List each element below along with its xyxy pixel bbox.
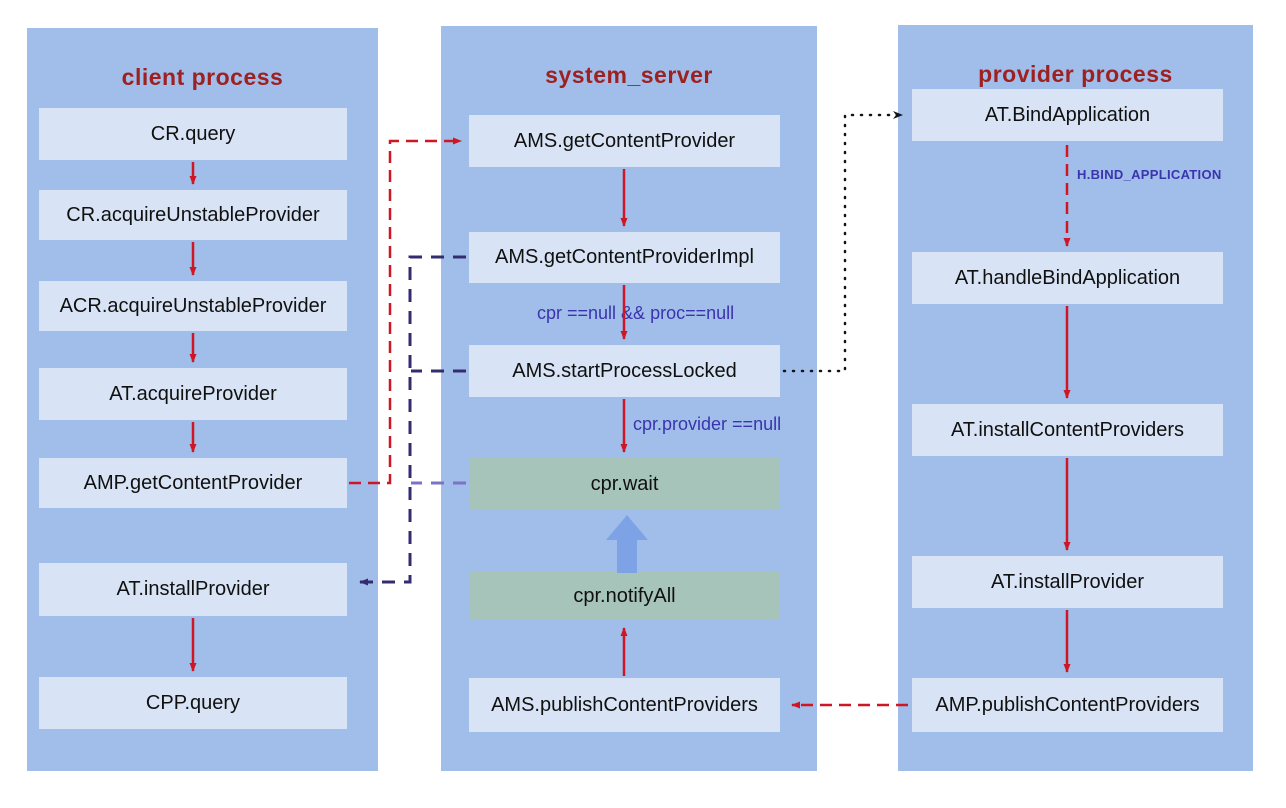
- node-ams-publishcontentproviders: AMS.publishContentProviders: [469, 678, 780, 732]
- node-cpr-wait: cpr.wait: [469, 458, 780, 510]
- node-at-installprovider-client: AT.installProvider: [39, 563, 347, 616]
- label-h-bind-application: H.BIND_APPLICATION: [1077, 167, 1222, 182]
- label-cpr-provider-null: cpr.provider ==null: [633, 414, 782, 434]
- node-amp-getcontentprovider: AMP.getContentProvider: [39, 458, 347, 508]
- panel-title-client: client process: [121, 64, 284, 90]
- panel-provider-process: provider process: [898, 25, 1253, 771]
- panel-title-provider: provider process: [978, 61, 1173, 87]
- node-at-bindapplication: AT.BindApplication: [912, 89, 1223, 141]
- node-cpp-query: CPP.query: [39, 677, 347, 729]
- node-amp-publishcontentproviders: AMP.publishContentProviders: [912, 678, 1223, 732]
- node-at-acquireprovider: AT.acquireProvider: [39, 368, 347, 420]
- node-ams-getcontentproviderimpl: AMS.getContentProviderImpl: [469, 232, 780, 283]
- node-acr-acquireunstableprovider: ACR.acquireUnstableProvider: [39, 281, 347, 331]
- panel-title-system-server: system_server: [545, 62, 713, 88]
- node-at-handlebindapplication: AT.handleBindApplication: [912, 252, 1223, 304]
- node-at-installprovider-provider: AT.installProvider: [912, 556, 1223, 608]
- node-cpr-notifyall: cpr.notifyAll: [469, 572, 780, 620]
- node-cr-acquireunstableprovider: CR.acquireUnstableProvider: [39, 190, 347, 240]
- node-ams-getcontentprovider: AMS.getContentProvider: [469, 115, 780, 167]
- label-cpr-null-proc-null: cpr ==null && proc==null: [537, 303, 735, 323]
- node-cr-query: CR.query: [39, 108, 347, 160]
- node-at-installcontentproviders: AT.installContentProviders: [912, 404, 1223, 456]
- node-ams-startprocesslocked: AMS.startProcessLocked: [469, 345, 780, 397]
